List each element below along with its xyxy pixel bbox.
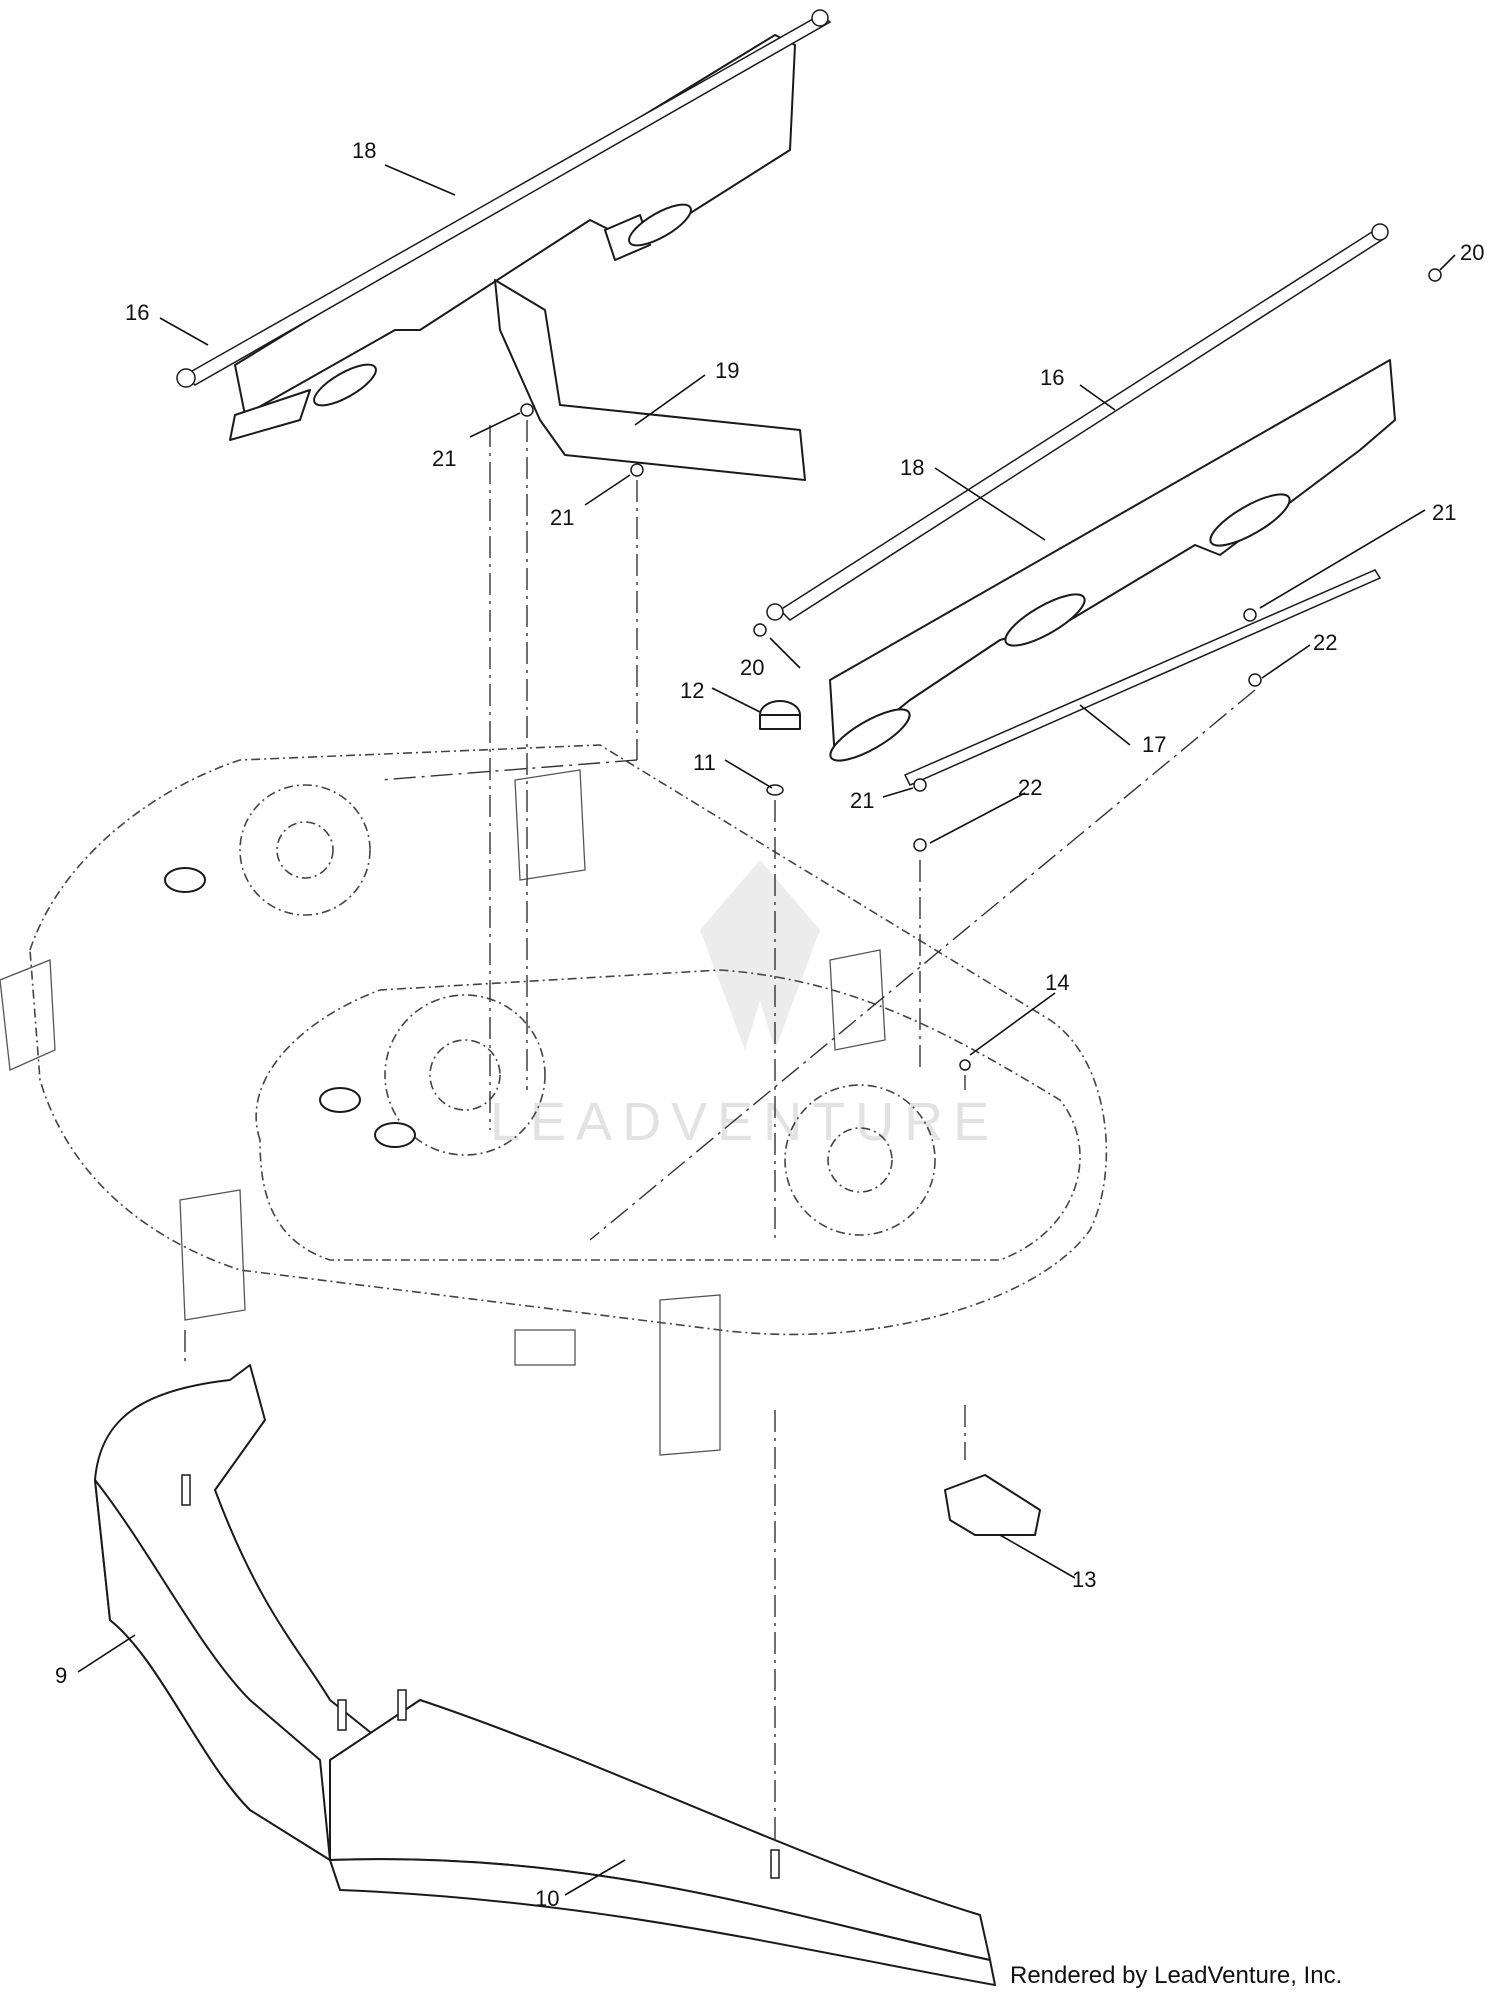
deck-knob — [319, 1087, 361, 1113]
callout-19: 19 — [715, 358, 739, 383]
callout-18: 18 — [900, 455, 924, 480]
deck-bracket-left — [0, 959, 56, 1071]
mower-deck — [0, 744, 1108, 1456]
spindle-right-hub — [827, 1127, 893, 1193]
deck-bracket-front — [659, 1294, 721, 1456]
callout-16: 16 — [1040, 365, 1064, 390]
spindle-center — [384, 994, 546, 1156]
deck-bracket-rear — [514, 769, 586, 881]
callout-10: 10 — [535, 1886, 559, 1911]
callout-17: 17 — [1142, 732, 1166, 757]
spindle-left — [239, 784, 371, 916]
baffle-right-panel-18 — [829, 359, 1396, 761]
baffle-right-assembly — [766, 223, 1396, 786]
baffle-skirts — [94, 1364, 996, 1986]
leader-lines — [77, 164, 1456, 1896]
stud — [181, 1474, 191, 1506]
callout-21: 21 — [1432, 500, 1456, 525]
callout-21: 21 — [432, 446, 456, 471]
hinge-barrel — [628, 203, 692, 247]
hinge-barrel — [829, 708, 911, 762]
callout-14: 14 — [1045, 970, 1069, 995]
hinge-barrel — [1004, 593, 1086, 647]
knob-12-body — [759, 714, 801, 730]
deck-outline — [29, 744, 1108, 1336]
callout-21: 21 — [550, 505, 574, 530]
callout-22: 22 — [1313, 630, 1337, 655]
bolt-21 — [913, 778, 927, 792]
callout-20: 20 — [740, 655, 764, 680]
bolt-21 — [630, 463, 644, 477]
skirt-10-face — [329, 1858, 996, 1986]
callout-12: 12 — [680, 678, 704, 703]
deck-knob — [164, 867, 206, 893]
baffle-left-assembly — [176, 9, 832, 481]
callout-22: 22 — [1018, 775, 1042, 800]
rod-end-right — [1371, 223, 1389, 241]
spindle-left-hub — [276, 821, 334, 879]
callout-20: 20 — [1460, 240, 1484, 265]
stud — [337, 1699, 347, 1731]
bolt-21 — [520, 403, 534, 417]
callout-18: 18 — [352, 138, 376, 163]
nut-22 — [913, 838, 927, 852]
skirt-9-face — [94, 1479, 331, 1861]
callout-11: 11 — [693, 750, 716, 775]
rod-end-left — [176, 368, 196, 388]
nut-22 — [1248, 673, 1262, 687]
baffle-right-rod-17 — [903, 569, 1382, 786]
assembly-guides — [184, 420, 1256, 1860]
stud — [770, 1849, 780, 1879]
stud — [397, 1689, 407, 1721]
hardware — [520, 268, 1442, 1071]
deck-top-plate — [255, 969, 1081, 1261]
callout-16: 16 — [125, 300, 149, 325]
spindle-right — [784, 1084, 936, 1236]
callout-21: 21 — [850, 788, 874, 813]
bolt-20 — [753, 623, 767, 637]
screw-14 — [959, 1059, 971, 1071]
spindle-center-hub — [429, 1039, 501, 1111]
callout-labels: 18 16 19 21 21 20 16 18 21 20 12 22 11 1… — [55, 138, 1484, 1911]
bolt-21 — [1243, 608, 1257, 622]
deck-bracket-right — [829, 949, 886, 1051]
deck-bracket-front-left — [179, 1189, 246, 1321]
rod-end-right — [811, 9, 829, 27]
rod-end-left — [766, 603, 784, 621]
baffle-left-flange — [229, 389, 311, 441]
render-credit: Rendered by LeadVenture, Inc. — [1010, 1962, 1342, 1989]
deck-label — [514, 1329, 576, 1366]
deck-knob — [374, 1122, 416, 1148]
watermark-text: LEADVENTURE — [490, 1092, 999, 1152]
bolt-20 — [1428, 268, 1442, 282]
hinge-barrel — [313, 363, 377, 407]
deflector-13 — [944, 1474, 1041, 1536]
hinge-barrel — [1209, 493, 1291, 547]
callout-9: 9 — [55, 1663, 67, 1688]
baffle-19 — [494, 279, 806, 481]
callout-13: 13 — [1072, 1567, 1096, 1592]
watermark: LEADVENTURE — [490, 860, 999, 1152]
watermark-flame-logo — [700, 860, 820, 1050]
